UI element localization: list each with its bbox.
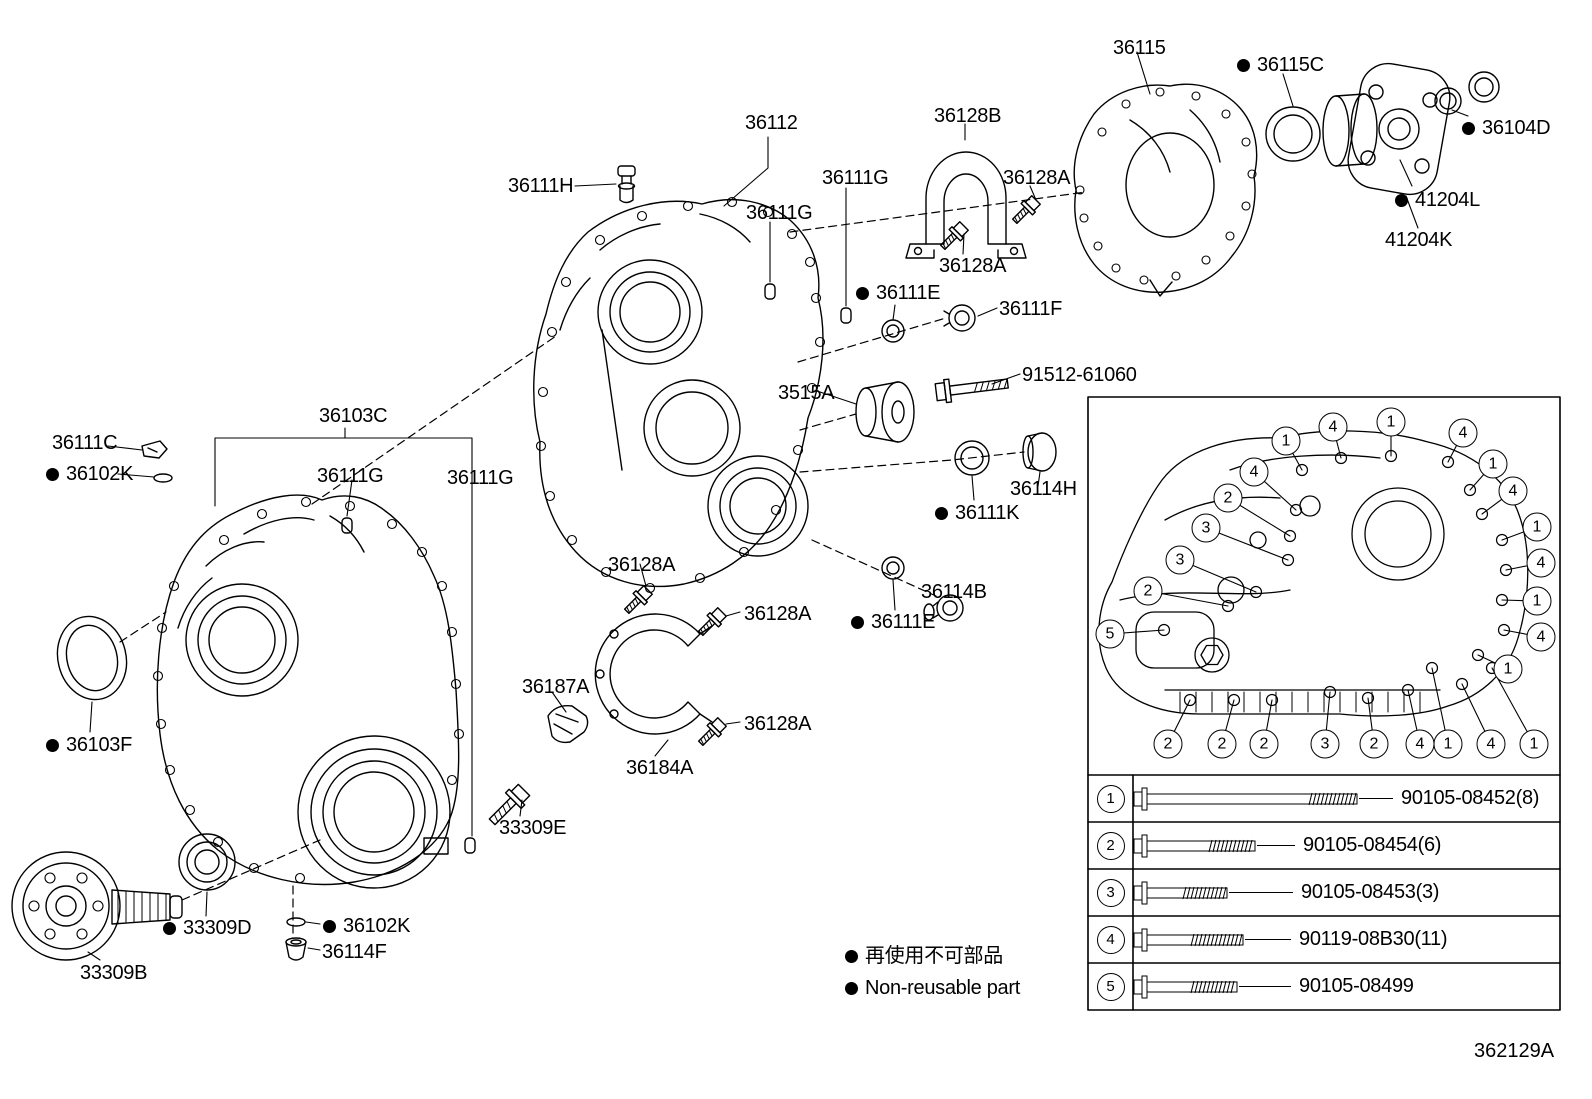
washer-nut-36104D [1434,71,1500,115]
front-case-36103C [152,494,465,889]
leader-lines [87,51,1469,961]
callout-leader-lines [1109,421,1542,745]
oil-seal-36103F [56,615,128,701]
extension-housing-36115 [1073,83,1258,297]
retainer-36128B [905,151,1027,259]
rear-case-36112 [533,196,826,594]
retainer-36184A [594,613,713,735]
oil-seal-33309D [178,833,236,891]
assembly-axes [119,191,1087,937]
small-hardware [141,165,1057,961]
oil-seal-36115C [1265,106,1321,162]
output-flange-33309B [11,851,183,961]
companion-flange-41204K [1322,62,1451,196]
inset-case-drawing [1098,430,1529,717]
inset-panel [1087,396,1561,1011]
